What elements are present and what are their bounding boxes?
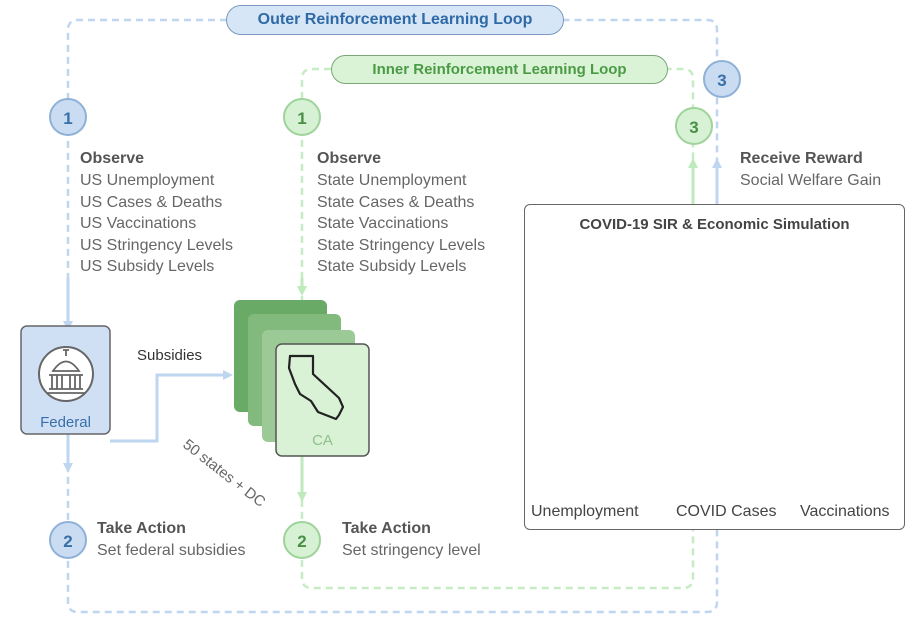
federal-observe-item: US Cases & Deaths [80, 193, 223, 211]
federal-action-heading: Take Action [97, 520, 186, 537]
outer-loop-title: Outer Reinforcement Learning Loop [226, 5, 564, 35]
california-map-icon [287, 354, 345, 421]
outer-loop-path [66, 18, 719, 614]
federal-observe-item: US Unemployment [80, 172, 215, 189]
capitol-icon [38, 346, 94, 402]
simulation-title: COVID-19 SIR & Economic Simulation [579, 216, 850, 233]
inner-loop-title: Inner Reinforcement Learning Loop [331, 55, 668, 84]
federal-observe-item: US Stringency Levels [80, 236, 233, 254]
subsidies-label: Subsidies [137, 347, 203, 364]
federal-observe-list: US Unemployment US Cases & Deaths US Vac… [80, 170, 233, 278]
state-observe-step-badge: 1 [283, 98, 321, 136]
federal-reward-step-badge: 3 [703, 60, 741, 98]
inner-loop-path [300, 67, 695, 590]
state-action-description: Set stringency level [342, 542, 481, 559]
unemployment-curve-label: Unemployment [531, 503, 639, 520]
state-card-label: CA [312, 432, 333, 449]
state-observe-list: State Unemployment State Cases & Deaths … [317, 170, 485, 278]
state-action-heading: Take Action [342, 520, 431, 537]
state-card-front [275, 343, 370, 457]
federal-observe-step-badge: 1 [49, 98, 87, 136]
state-action-step-badge: 2 [283, 521, 321, 559]
state-observe-item: State Stringency Levels [317, 236, 486, 254]
subsidies-arrow [110, 370, 233, 443]
state-observe-item: State Cases & Deaths [317, 193, 475, 211]
state-reward-step-badge: 3 [675, 107, 713, 145]
simulation-box [524, 204, 905, 530]
federal-observe-heading: Observe [80, 150, 145, 167]
state-observe-item: State Subsidy Levels [317, 258, 467, 275]
state-observe-item: State Vaccinations [317, 215, 449, 232]
state-observe-item: State Unemployment [317, 172, 467, 189]
covid-cases-curve-label: COVID Cases [676, 503, 777, 520]
vaccinations-curve-label: Vaccinations [800, 503, 890, 520]
federal-observe-item: US Vaccinations [80, 215, 197, 232]
reward-description: Social Welfare Gain [740, 172, 882, 189]
federal-action-description: Set federal subsidies [97, 542, 246, 559]
federal-agent-label: Federal [40, 414, 91, 431]
reward-heading: Receive Reward [740, 150, 863, 167]
state-observe-heading: Observe [317, 150, 382, 167]
federal-action-step-badge: 2 [49, 521, 87, 559]
federal-observe-item: US Subsidy Levels [80, 258, 215, 275]
